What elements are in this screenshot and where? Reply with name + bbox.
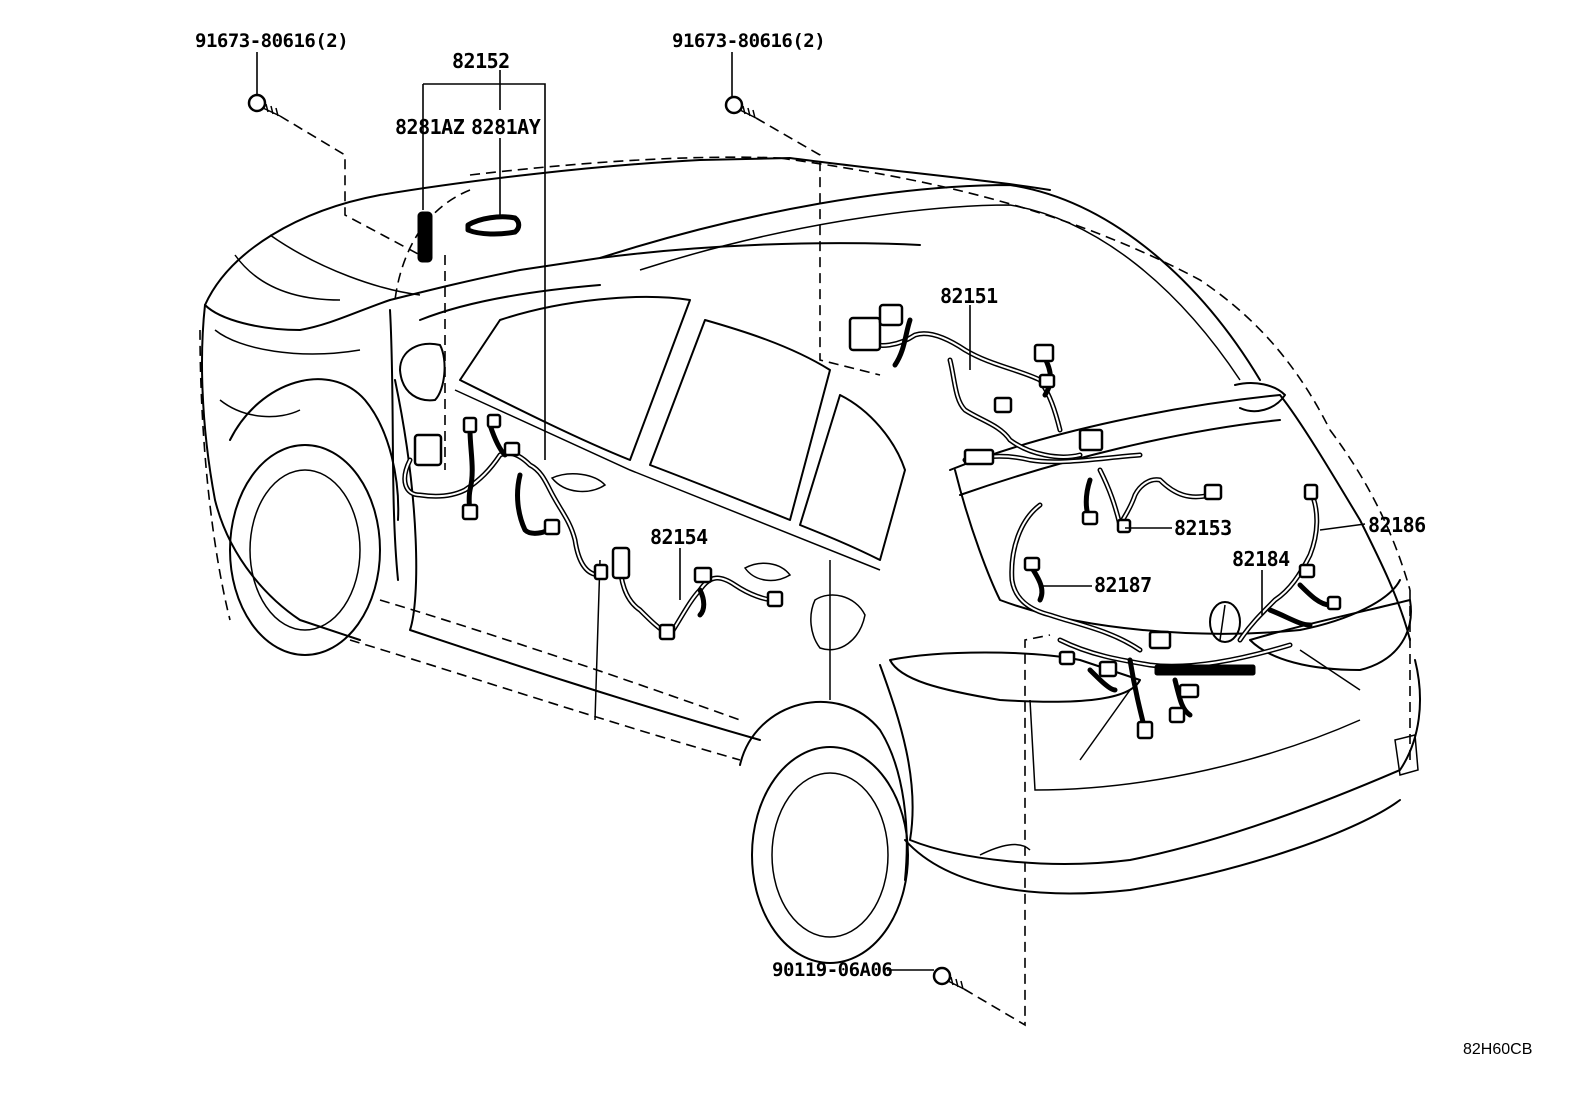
right-tail-light xyxy=(1249,599,1412,671)
rear-hatch xyxy=(949,394,1411,641)
parts-8281 xyxy=(417,211,522,263)
front-wheel xyxy=(229,444,381,656)
rear-wheel xyxy=(751,746,909,964)
rear-door-handle xyxy=(743,562,792,582)
label-8281AY: 8281AY xyxy=(471,115,541,139)
quarter-window xyxy=(799,394,906,561)
hood-outline xyxy=(204,157,1051,306)
hood-front-edge xyxy=(204,299,391,331)
label-bolt-center: 91673-80616(2) xyxy=(672,30,825,52)
harness-82151 xyxy=(848,303,1143,466)
label-82154: 82154 xyxy=(650,525,708,549)
bolt-bottom-icon xyxy=(932,966,965,990)
bolt-left-icon xyxy=(247,93,281,117)
rear-emblem xyxy=(1209,601,1241,643)
wire-harnesses xyxy=(402,211,1342,740)
bolt-center-icon xyxy=(724,95,757,119)
rear-door-window xyxy=(649,319,831,521)
windshield xyxy=(389,242,921,301)
harness-82154 xyxy=(611,546,784,641)
front-door-window xyxy=(459,295,691,461)
label-82152: 82152 xyxy=(452,49,510,73)
label-82187: 82187 xyxy=(1094,573,1152,597)
bolts xyxy=(247,93,965,990)
label-bolt-bottom: 90119-06A06 xyxy=(772,959,892,981)
left-tail-light xyxy=(889,651,1141,703)
front-bumper xyxy=(201,304,361,641)
illustration-code: 82H60CB xyxy=(1463,1041,1532,1058)
label-82153: 82153 xyxy=(1174,516,1232,540)
label-8281AZ: 8281AZ xyxy=(395,115,465,139)
label-bolt-left: 91673-80616(2) xyxy=(195,30,348,52)
part-8281AY xyxy=(465,214,522,237)
front-door-handle xyxy=(550,473,607,493)
rear-spoiler xyxy=(1234,382,1286,413)
leader-lines xyxy=(256,52,1366,1027)
side-mirror xyxy=(399,342,446,402)
labels: 91673-80616(2) 82152 8281AZ 8281AY 91673… xyxy=(195,30,1532,1058)
label-82186: 82186 xyxy=(1368,513,1426,537)
part-8281AZ xyxy=(417,211,433,263)
roof-line xyxy=(599,184,1261,381)
label-82151: 82151 xyxy=(940,284,998,308)
harness-82153 xyxy=(1081,467,1223,534)
label-82184: 82184 xyxy=(1232,547,1290,571)
side-body-line xyxy=(394,379,761,741)
fuel-door xyxy=(810,594,866,651)
harness-rear-bumper xyxy=(1057,630,1293,740)
vehicle-outline xyxy=(199,156,1421,964)
harness-82187 xyxy=(1009,502,1143,653)
harness-82184-82186 xyxy=(1237,483,1342,643)
rear-bumper xyxy=(879,659,1421,865)
harness-82152 xyxy=(402,413,609,581)
